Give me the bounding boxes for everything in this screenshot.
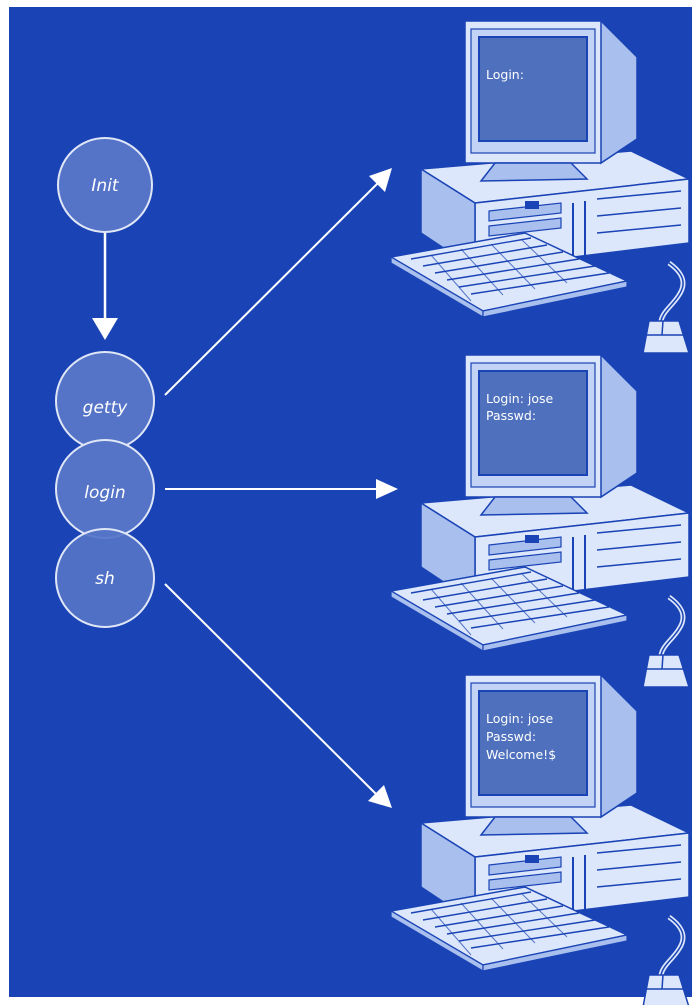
node-getty: getty xyxy=(55,351,155,451)
node-getty-label: getty xyxy=(83,398,129,418)
node-sh: sh xyxy=(55,528,155,628)
terminal-3-line-2: Passwd: xyxy=(486,729,536,744)
node-init-label: Init xyxy=(91,176,120,196)
node-sh-label: sh xyxy=(95,569,115,589)
terminal-1: Login: xyxy=(391,21,689,353)
node-init: Init xyxy=(57,137,153,233)
arrow-sh-to-terminal-3 xyxy=(164,583,392,808)
arrow-getty-to-terminal-1 xyxy=(164,168,392,396)
arrow-init-to-getty xyxy=(92,232,118,340)
arrow-login-to-terminal-2 xyxy=(165,479,398,499)
terminal-2-line-1: Login: jose xyxy=(486,391,554,406)
node-login-label: login xyxy=(84,483,125,503)
node-login: login xyxy=(55,439,155,539)
terminal-3-line-1: Login: jose xyxy=(486,711,554,726)
terminal-1-line-1: Login: xyxy=(486,67,524,82)
terminal-3-line-3: Welcome!$ xyxy=(486,747,556,762)
terminal-2-line-2: Passwd: xyxy=(486,408,536,423)
terminal-2: Login: jose Passwd: xyxy=(391,355,689,687)
terminal-3: Login: jose Passwd: Welcome!$ xyxy=(391,675,689,1005)
